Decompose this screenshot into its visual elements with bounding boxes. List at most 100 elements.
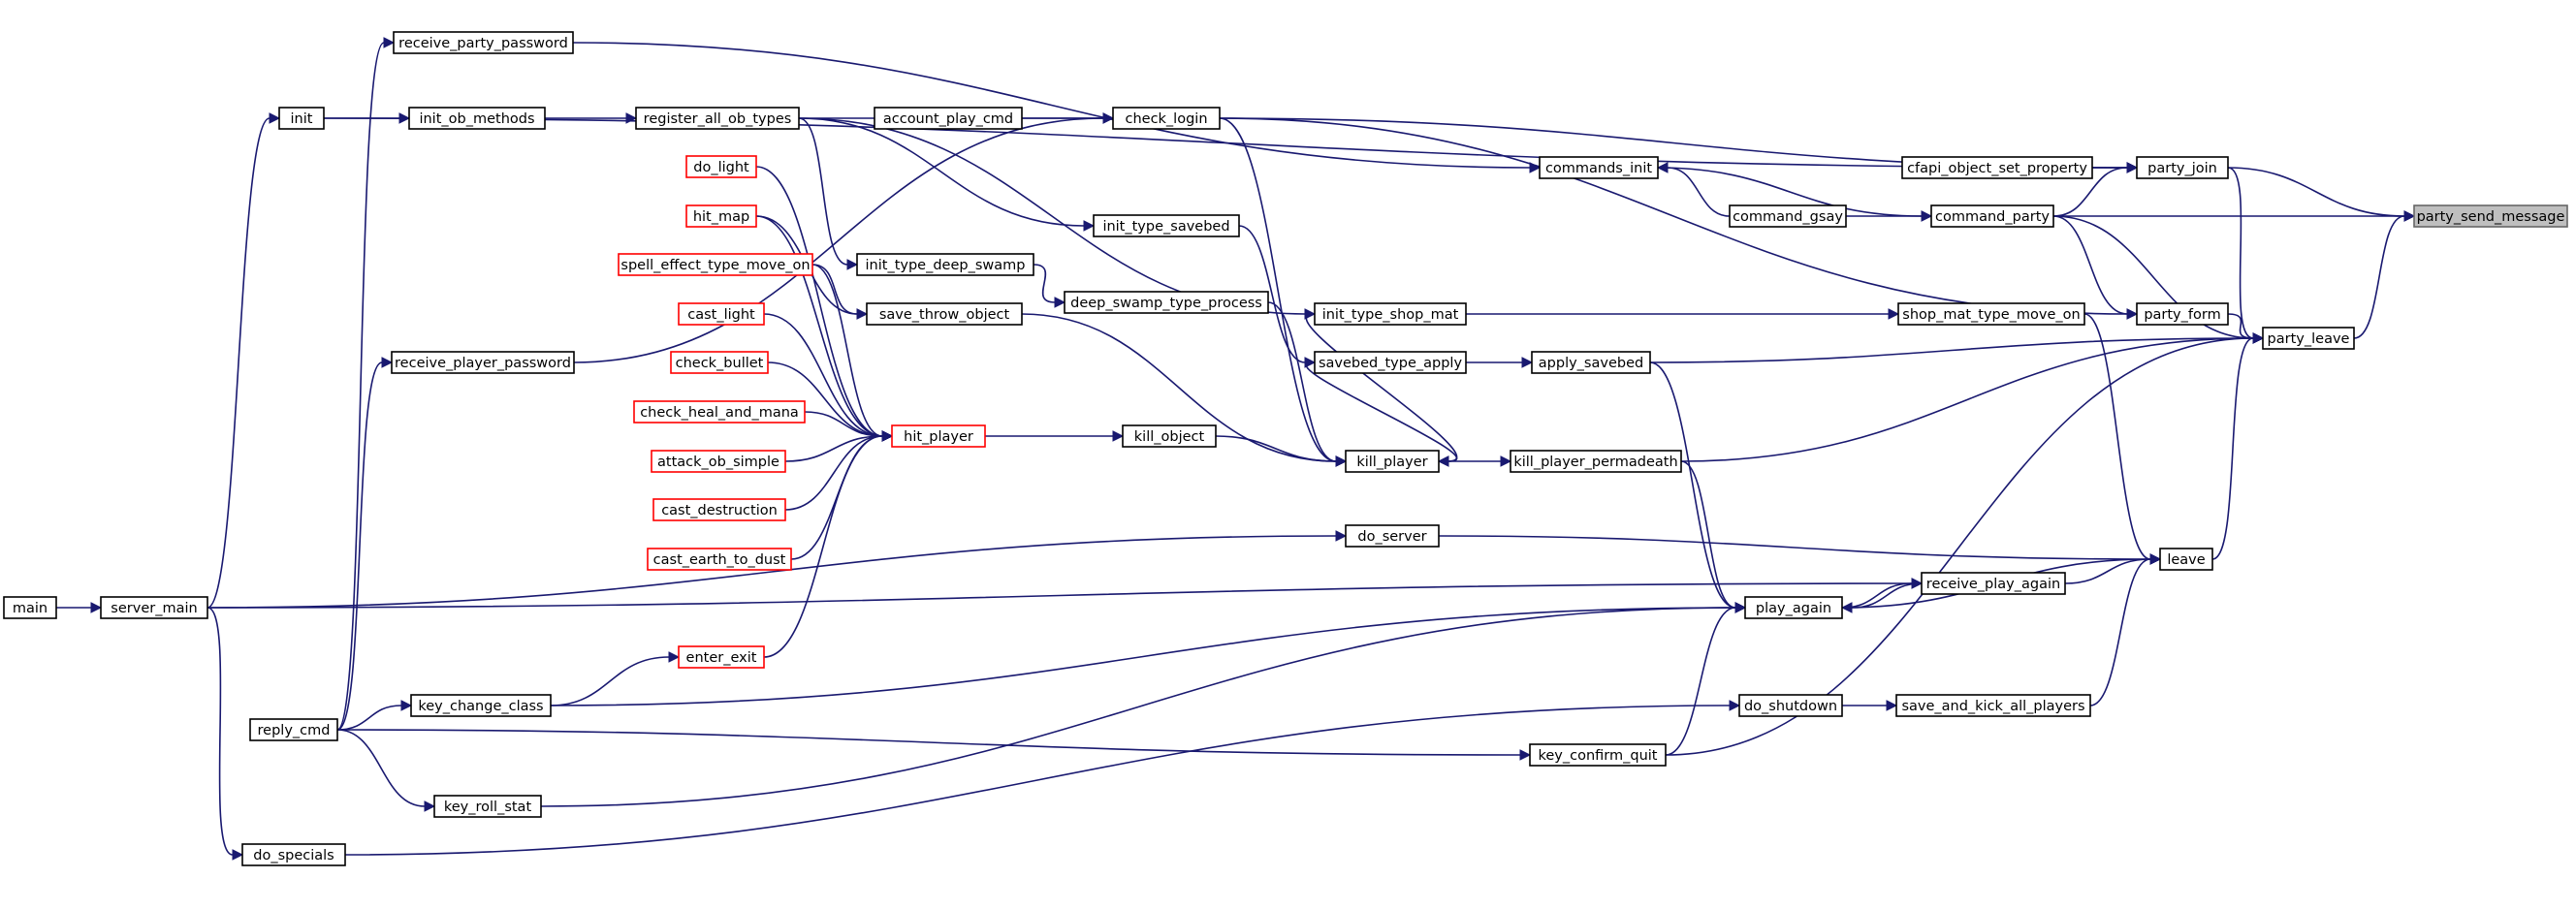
edge-arrowhead <box>1083 220 1096 232</box>
edge-arrowhead <box>1304 308 1317 320</box>
edge-receive_party_password-to-commands_init <box>572 42 1542 173</box>
node-leave[interactable]: leave <box>2159 548 2213 571</box>
node-apply_savebed[interactable]: apply_savebed <box>1531 351 1651 374</box>
function-nodes: main server_main init reply_cmd do_specials r… <box>3 31 2568 866</box>
node-account_play_cmd[interactable]: account_play_cmd <box>874 107 1023 130</box>
node-cfapi_object_set_property[interactable]: cfapi_object_set_property <box>1901 156 2093 179</box>
node-box <box>2413 204 2568 228</box>
node-check_heal_and_mana[interactable]: check_heal_and_mana <box>633 400 806 424</box>
edge-register_all_ob_types-to-init_type_deep_swamp <box>798 117 859 270</box>
node-enter_exit[interactable]: enter_exit <box>678 645 765 669</box>
node-label: party_send_message <box>2417 209 2565 225</box>
node-hit_map[interactable]: hit_map <box>685 204 757 228</box>
node-label: key_roll_stat <box>444 800 532 815</box>
node-label: party_leave <box>2268 331 2350 347</box>
node-hit_player[interactable]: hit_player <box>891 424 986 448</box>
edge-line <box>550 656 670 706</box>
node-party_send_message[interactable]: party_send_message <box>2413 204 2568 228</box>
node-party_leave[interactable]: party_leave <box>2262 327 2355 350</box>
node-init[interactable]: init <box>278 107 325 130</box>
edge-server_main-to-init <box>207 112 281 609</box>
node-shop_mat_type_move_on[interactable]: shop_mat_type_move_on <box>1897 302 2085 326</box>
edge-cast_earth_to_dust-to-hit_player <box>790 430 894 560</box>
node-label: init_type_shop_mat <box>1322 307 1459 323</box>
node-spell_effect_type_move_on[interactable]: spell_effect_type_move_on <box>618 253 813 276</box>
edge-line <box>790 435 883 560</box>
edge-line <box>344 705 1731 856</box>
node-attack_ob_simple[interactable]: attack_ob_simple <box>651 450 786 473</box>
node-receive_play_again[interactable]: receive_play_again <box>1921 572 2066 595</box>
edge-apply_savebed-to-play_again <box>1649 361 1747 613</box>
node-box <box>1314 351 1467 374</box>
node-receive_player_password[interactable]: receive_player_password <box>391 351 575 374</box>
edge-line <box>1665 607 1736 756</box>
node-cast_destruction[interactable]: cast_destruction <box>652 498 786 521</box>
node-savebed_type_apply[interactable]: savebed_type_apply <box>1314 351 1467 374</box>
edge-line <box>798 117 848 266</box>
node-do_server[interactable]: do_server <box>1345 524 1440 548</box>
edge-line <box>1438 535 2151 560</box>
node-commands_init[interactable]: commands_init <box>1539 156 1659 179</box>
edge-arrowhead <box>1911 578 1924 589</box>
edge-receive_play_again-to-play_again <box>1840 582 1923 613</box>
edge-arrowhead <box>881 430 894 442</box>
node-key_roll_stat[interactable]: key_roll_stat <box>433 795 542 818</box>
node-box <box>1529 743 1667 767</box>
node-label: save_and_kick_all_players <box>1901 699 2084 714</box>
node-init_ob_methods[interactable]: init_ob_methods <box>408 107 546 130</box>
node-init_type_deep_swamp[interactable]: init_type_deep_swamp <box>856 253 1034 276</box>
edge-party_join-to-party_leave <box>2227 167 2265 344</box>
edge-line <box>1680 460 1736 609</box>
edge-line <box>2052 215 2128 315</box>
node-deep_swamp_type_process[interactable]: deep_swamp_type_process <box>1064 291 1269 314</box>
node-main[interactable]: main <box>3 596 57 619</box>
edge-save_and_kick_all_players-to-leave <box>2089 553 2162 706</box>
edge-arrowhead <box>1437 455 1449 467</box>
node-label: enter_exit <box>686 650 757 666</box>
node-label: party_form <box>2144 307 2220 323</box>
edge-savebed_type_apply-to-apply_savebed <box>1465 357 1534 368</box>
node-box <box>241 843 346 866</box>
node-reply_cmd[interactable]: reply_cmd <box>249 718 338 741</box>
edge-line <box>804 411 883 437</box>
node-party_form[interactable]: party_form <box>2136 302 2229 326</box>
node-kill_player_permadeath[interactable]: kill_player_permadeath <box>1510 450 1682 473</box>
edge-arrowhead <box>1519 749 1532 761</box>
node-check_login[interactable]: check_login <box>1112 107 1221 130</box>
node-box <box>1901 156 2093 179</box>
node-label: check_bullet <box>676 356 764 371</box>
node-play_again[interactable]: play_again <box>1744 596 1843 619</box>
node-do_specials[interactable]: do_specials <box>241 843 346 866</box>
node-party_join[interactable]: party_join <box>2136 156 2229 179</box>
node-init_type_savebed[interactable]: init_type_savebed <box>1093 214 1240 237</box>
node-cast_earth_to_dust[interactable]: cast_earth_to_dust <box>647 548 792 571</box>
edge-line <box>2227 167 2254 339</box>
node-kill_player[interactable]: kill_player <box>1345 450 1440 473</box>
node-do_light[interactable]: do_light <box>685 155 757 178</box>
node-box <box>633 400 806 424</box>
edge-arrowhead <box>2403 210 2416 222</box>
node-save_and_kick_all_players[interactable]: save_and_kick_all_players <box>1895 694 2091 717</box>
node-server_main[interactable]: server_main <box>100 596 208 619</box>
node-register_all_ob_types[interactable]: register_all_ob_types <box>635 107 800 130</box>
node-receive_party_password[interactable]: receive_party_password <box>393 31 574 54</box>
node-key_confirm_quit[interactable]: key_confirm_quit <box>1529 743 1667 767</box>
node-cast_light[interactable]: cast_light <box>678 302 765 326</box>
node-save_throw_object[interactable]: save_throw_object <box>866 302 1023 326</box>
edge-arrowhead <box>1886 700 1898 711</box>
edge-line <box>1305 361 1458 462</box>
node-command_party[interactable]: command_party <box>1930 204 2054 228</box>
node-label: deep_swamp_type_process <box>1070 296 1262 311</box>
node-check_bullet[interactable]: check_bullet <box>670 351 769 374</box>
node-key_change_class[interactable]: key_change_class <box>410 694 552 717</box>
node-box <box>410 694 552 717</box>
node-command_gsay[interactable]: command_gsay <box>1729 204 1847 228</box>
node-init_type_shop_mat[interactable]: init_type_shop_mat <box>1314 302 1467 326</box>
node-do_shutdown[interactable]: do_shutdown <box>1738 694 1843 717</box>
edge-line <box>2052 167 2128 217</box>
edge-kill_player_permadeath-to-play_again <box>1680 460 1747 613</box>
node-box <box>635 107 800 130</box>
node-label: key_confirm_quit <box>1539 748 1658 764</box>
node-kill_object[interactable]: kill_object <box>1122 424 1217 448</box>
